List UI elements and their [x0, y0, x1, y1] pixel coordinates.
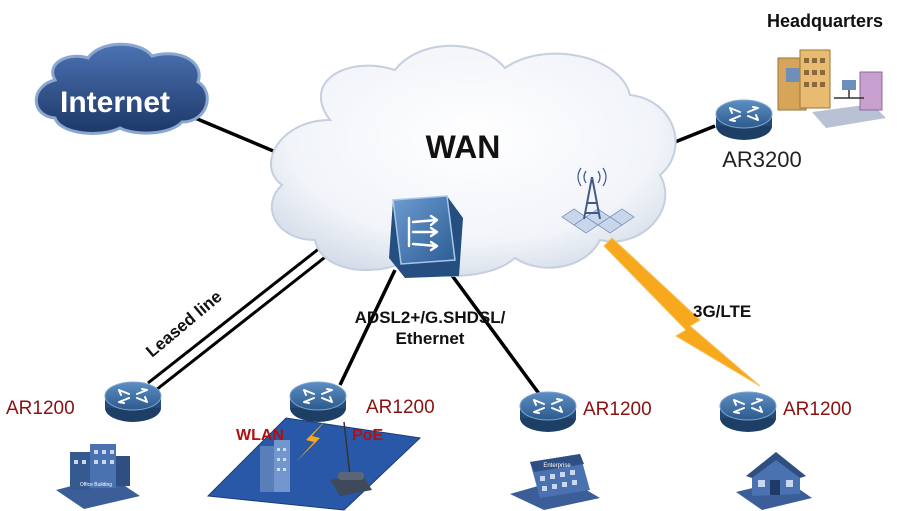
router-icon [719, 391, 777, 433]
adsl-label-line1: ADSL2+/G.SHDSL/ [355, 308, 506, 327]
building-icon [777, 49, 886, 128]
leased-line-label: Leased line [142, 287, 225, 361]
router-icon [715, 99, 773, 141]
poe-cable [343, 421, 351, 477]
lightning-icon [603, 237, 761, 387]
branch-wlan-label: AR1200 [366, 397, 435, 418]
hq-router[interactable] [715, 99, 773, 141]
enterprise-branch-link [446, 268, 542, 397]
branch-enterprise-router[interactable] [519, 391, 577, 433]
hq-router-label: AR3200 [722, 147, 802, 172]
headquarters-label: Headquarters [767, 11, 883, 31]
router-icon [289, 381, 347, 423]
internet-label: Internet [60, 86, 170, 119]
poe-label: PoE [352, 427, 383, 444]
branch-home: AR1200 [719, 391, 852, 510]
switch-icon [389, 195, 463, 278]
branch-home-label: AR1200 [783, 399, 852, 420]
building-icon [260, 440, 290, 492]
branch-home-router[interactable] [719, 391, 777, 433]
branch-leased: AR1200 Office Building [6, 381, 162, 509]
router-icon [104, 381, 162, 423]
wlan-label: WLAN [236, 427, 284, 444]
house-icon [736, 452, 812, 510]
branch-leased-router[interactable] [104, 381, 162, 423]
branch-wlan-router[interactable] [289, 381, 347, 423]
branch-wlan: AR1200 WLAN PoE [206, 381, 435, 511]
enterprise-building-label: Enterprise [543, 463, 571, 469]
building-icon: Enterprise [510, 454, 600, 510]
branch-enterprise-label: AR1200 [583, 399, 652, 420]
wireless-label: 3G/LTE [693, 302, 751, 321]
internet-node: Internet [34, 42, 209, 135]
cloud-icon [34, 42, 209, 135]
branch-enterprise: AR1200 Enterprise [510, 391, 652, 510]
adsl-label-line2: Ethernet [396, 329, 465, 348]
leased-line-link [147, 238, 339, 392]
phone-icon [330, 472, 372, 496]
building-icon: Office Building [56, 444, 140, 509]
cell-tower-icon [561, 167, 635, 234]
wan-label: WAN [426, 129, 501, 165]
headquarters-node: Headquarters [767, 11, 886, 128]
lightning-icon [296, 418, 328, 462]
wlan-branch-link [338, 269, 397, 386]
router-icon [519, 391, 577, 433]
branch-leased-label: AR1200 [6, 398, 75, 419]
office-building-label: Office Building [80, 482, 112, 488]
